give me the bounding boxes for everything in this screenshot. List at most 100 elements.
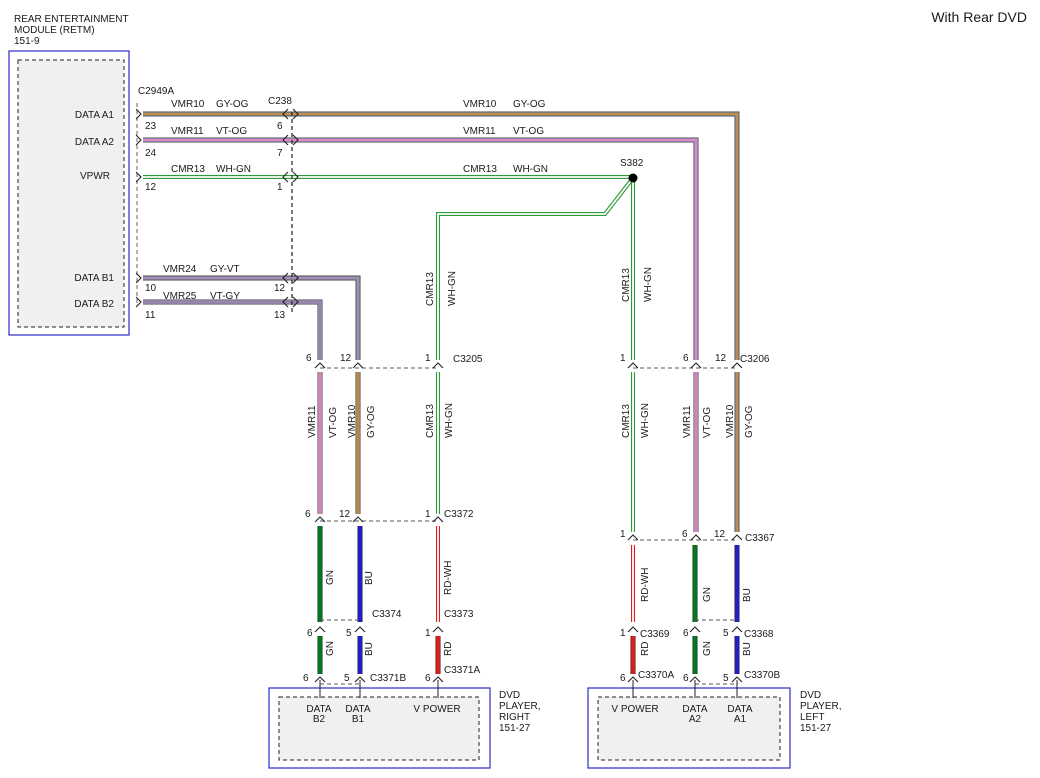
terminal-c3205-vt: [314, 362, 326, 369]
label-vmr11-v1: VMR11: [307, 405, 318, 438]
c3367-label: C3367: [745, 533, 775, 544]
pin-c3206-gy: 12: [715, 353, 727, 364]
splice-s382-label: S382: [620, 158, 644, 169]
label-vt-og-v1: VT-OG: [328, 407, 339, 438]
wire-vmr25-vt-gy: [143, 299, 323, 360]
terminal-c238-left-a1: [282, 108, 289, 120]
pin-c238-a2: 7: [277, 148, 283, 159]
dvd-left-pin-data-a1-l2: A1: [734, 714, 747, 725]
pin-c3370a-rd: 6: [620, 673, 626, 684]
label-vmr11-circuit-1: VMR11: [171, 126, 204, 137]
retm-name-line-2: MODULE (RETM): [14, 25, 95, 36]
pin-c3370b-gn: 6: [683, 673, 689, 684]
pin-c3372-wh: 1: [425, 509, 431, 520]
pin-retm-vpwr: 12: [145, 182, 157, 193]
c3371b-label: C3371B: [370, 673, 406, 684]
terminal-c3368-gn: [689, 626, 701, 633]
c238-label: C238: [268, 96, 292, 107]
terminal-c3372-wh: [432, 516, 444, 523]
pin-c3368-bu: 5: [723, 628, 729, 639]
label-rd-wh-v1: RD-WH: [443, 561, 454, 595]
pin-retm-b2: 11: [145, 310, 156, 321]
label-vmr10-v2: VMR10: [725, 404, 736, 438]
label-vmr10-circuit-2: VMR10: [463, 99, 497, 110]
terminal-c238-left-a2: [282, 134, 289, 146]
label-bu-v3: BU: [742, 588, 753, 602]
label-vt-og-v2: VT-OG: [702, 407, 713, 438]
c3370b-label: C3370B: [744, 670, 780, 681]
terminal-c3367-vt: [690, 534, 702, 541]
pin-c3371a-rd: 6: [425, 673, 431, 684]
c3205-label: C3205: [453, 354, 483, 365]
terminal-retm-a2: [135, 134, 142, 146]
variant-label: With Rear DVD: [931, 9, 1027, 25]
pin-c3206-wh: 1: [620, 353, 626, 364]
label-cmr13-v1: CMR13: [425, 272, 436, 306]
label-cmr13-v2: CMR13: [621, 268, 632, 302]
label-vmr10-circuit-1: VMR10: [171, 99, 205, 110]
dvd-right-name-l1: DVD: [499, 690, 520, 701]
c3368-label: C3368: [744, 629, 774, 640]
label-vmr11-v2: VMR11: [682, 405, 693, 438]
label-gy-og-color-2: GY-OG: [513, 99, 546, 110]
terminal-c3205-wh: [432, 362, 444, 369]
label-wh-gn-v1: WH-GN: [447, 271, 458, 306]
label-cmr13-v3: CMR13: [425, 404, 436, 438]
dvd-right-name-l3: RIGHT: [499, 712, 530, 723]
label-bu-v2: BU: [364, 642, 375, 656]
horizontal-wire-labels: VMR10 GY-OG VMR11 VT-OG CMR13 WH-GN VMR2…: [163, 99, 548, 302]
label-wh-gn-v4: WH-GN: [640, 403, 651, 438]
splice-s382: S382: [620, 158, 644, 183]
wire-layer: [143, 111, 740, 674]
terminal-c238-right-b1: [292, 272, 299, 284]
pin-c3372-vt: 6: [305, 509, 311, 520]
dvd-left-pin-data-a1-l1: DATA: [727, 704, 753, 715]
terminal-ticks: [135, 108, 743, 698]
pin-numbers: 23 24 12 10 11 6 7 1 12 13 6 12 1 1 6 12…: [145, 121, 729, 684]
dvd-right-pin-data-b2-l2: B2: [313, 714, 326, 725]
dvd-left-pin-vpower: V POWER: [611, 704, 658, 715]
dvd-left-pin-data-a2-l1: DATA: [682, 704, 708, 715]
terminal-retm-vpwr: [135, 171, 142, 183]
c3374-label: C3374: [372, 609, 402, 620]
terminal-c3374-bu: [354, 626, 366, 633]
dvd-right-name-l2: PLAYER,: [499, 701, 541, 712]
terminal-c3367-wh: [627, 534, 639, 541]
label-gn-v1: GN: [325, 570, 336, 585]
connector-labels: C2949A C238 C3205 C3206 C3372 C3374 C337…: [138, 86, 780, 684]
retm-pin-data-b1: DATA B1: [74, 273, 114, 284]
retm-pin-vpwr: VPWR: [80, 171, 110, 182]
label-vt-gy-color: VT-GY: [210, 291, 240, 302]
pin-c3371b-gn: 6: [303, 673, 309, 684]
retm-name-line-1: REAR ENTERTAINMENT: [14, 14, 129, 25]
dvd-right-pin-vpower: V POWER: [413, 704, 460, 715]
dvd-player-left-module: V POWER DATA A2 DATA A1 DVD PLAYER, LEFT…: [587, 687, 842, 769]
pin-c238-a1: 6: [277, 121, 283, 132]
label-gy-og-color-1: GY-OG: [216, 99, 249, 110]
pin-c3374-gn: 6: [307, 628, 313, 639]
terminal-c238-right-vpwr: [292, 171, 299, 183]
retm-inner-box: [17, 59, 125, 328]
pin-c3205-gy: 12: [340, 353, 352, 364]
terminal-c3206-gy: [731, 362, 743, 369]
pin-retm-b1: 10: [145, 283, 157, 294]
retm-pin-data-a2: DATA A2: [75, 137, 115, 148]
terminal-c3206-wh: [627, 362, 639, 369]
label-bu-v4: BU: [742, 642, 753, 656]
pin-c3206-vt: 6: [683, 353, 689, 364]
pin-c3368-gn: 6: [683, 628, 689, 639]
terminal-c3374-rd: [432, 626, 444, 633]
label-vt-og-color-1: VT-OG: [216, 126, 247, 137]
pin-c3205-vt: 6: [306, 353, 312, 364]
dvd-left-inner-box: [597, 696, 781, 761]
label-gy-og-v1: GY-OG: [366, 405, 377, 438]
pin-c238-b2: 13: [274, 310, 286, 321]
terminal-c238-right-a1: [292, 108, 299, 120]
terminal-retm-b2: [135, 296, 142, 308]
label-cmr13-circuit-1: CMR13: [171, 164, 205, 175]
dvd-right-ref: 151-27: [499, 723, 531, 734]
pin-retm-a1: 23: [145, 121, 157, 132]
terminal-c238-left-b2: [282, 296, 289, 308]
c2949a-label: C2949A: [138, 86, 174, 97]
